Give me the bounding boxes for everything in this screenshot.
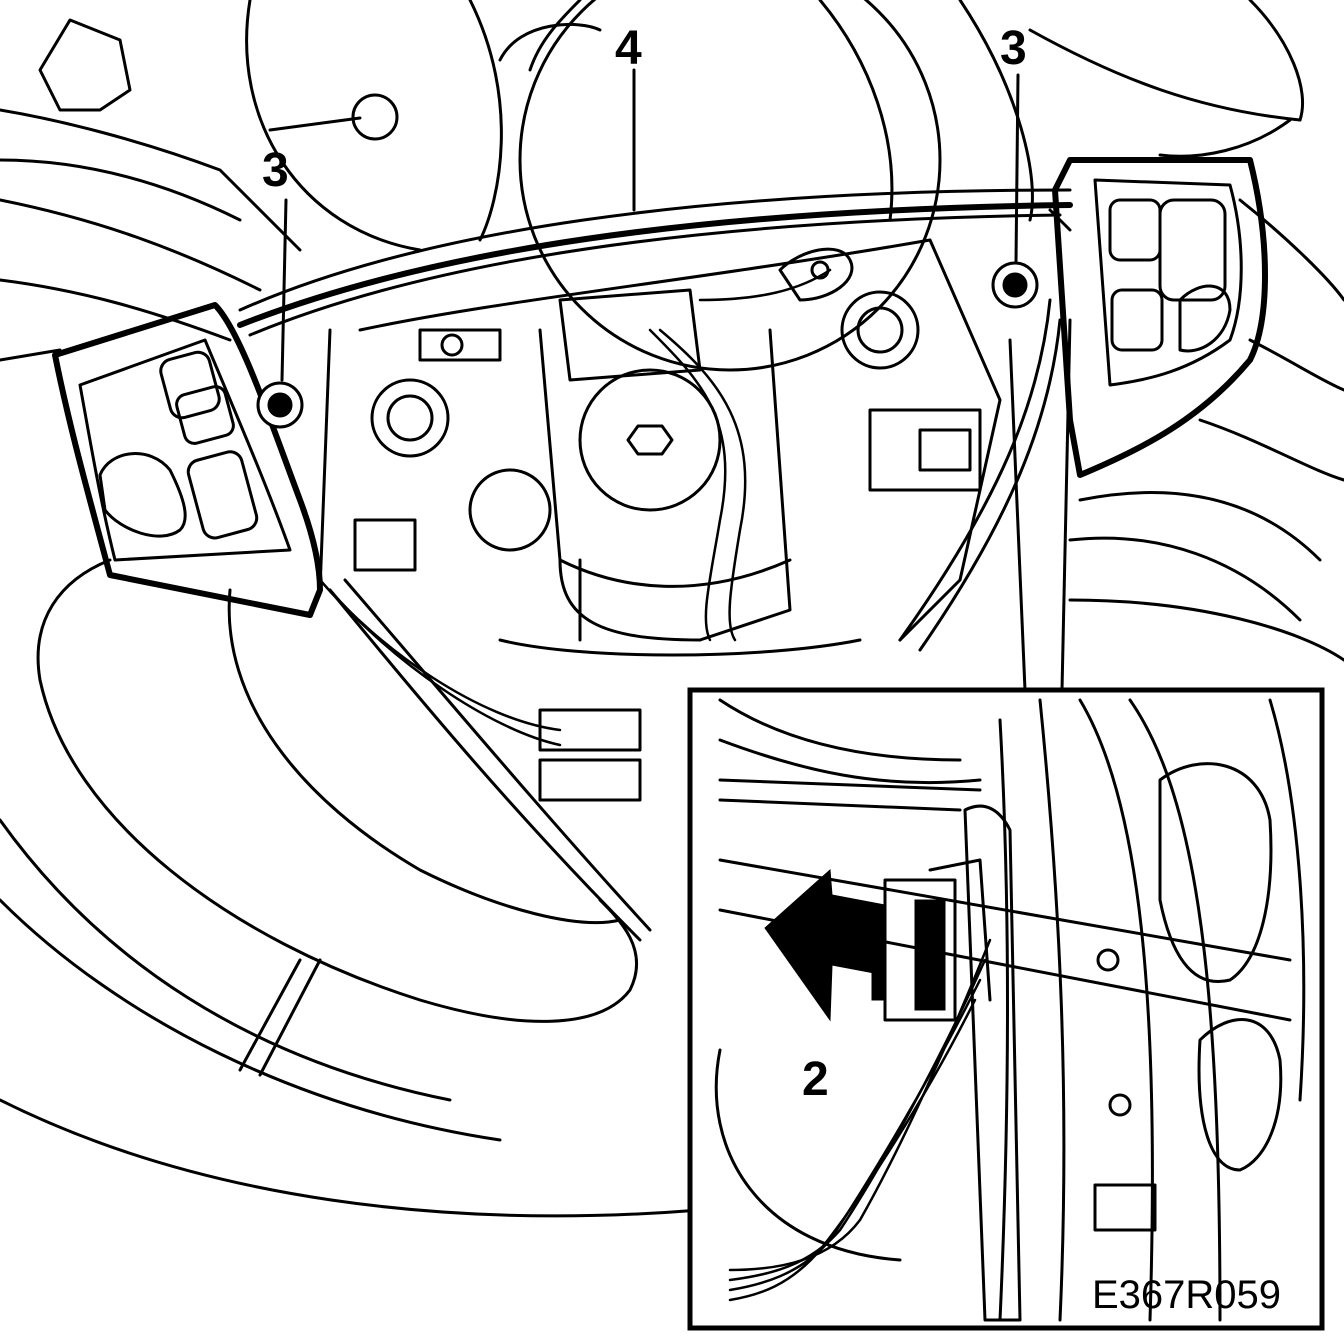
wiring-harness <box>318 268 1062 802</box>
instrument-cluster <box>245 0 1305 372</box>
switch-pad-left <box>52 302 323 618</box>
dashboard-shroud <box>0 18 399 362</box>
dashboard-right <box>1068 198 1344 662</box>
removal-arrow-icon <box>764 868 886 1022</box>
screw-left <box>256 381 304 429</box>
steering-wheel-rim <box>0 558 702 1218</box>
callout-label-3-right: 3 <box>1000 22 1027 75</box>
callout-label-2: 2 <box>802 1053 829 1106</box>
cable-channel <box>237 202 1073 328</box>
detail-inset <box>687 318 1325 1331</box>
screw-right <box>991 261 1039 309</box>
leader-lines <box>280 68 1020 382</box>
callout-label-4: 4 <box>615 22 642 75</box>
figure-id-label: E367R059 <box>1092 1273 1281 1317</box>
steering-hub <box>238 188 1072 657</box>
switch-pad-right <box>1052 157 1268 478</box>
callout-label-3-left: 3 <box>262 144 289 197</box>
